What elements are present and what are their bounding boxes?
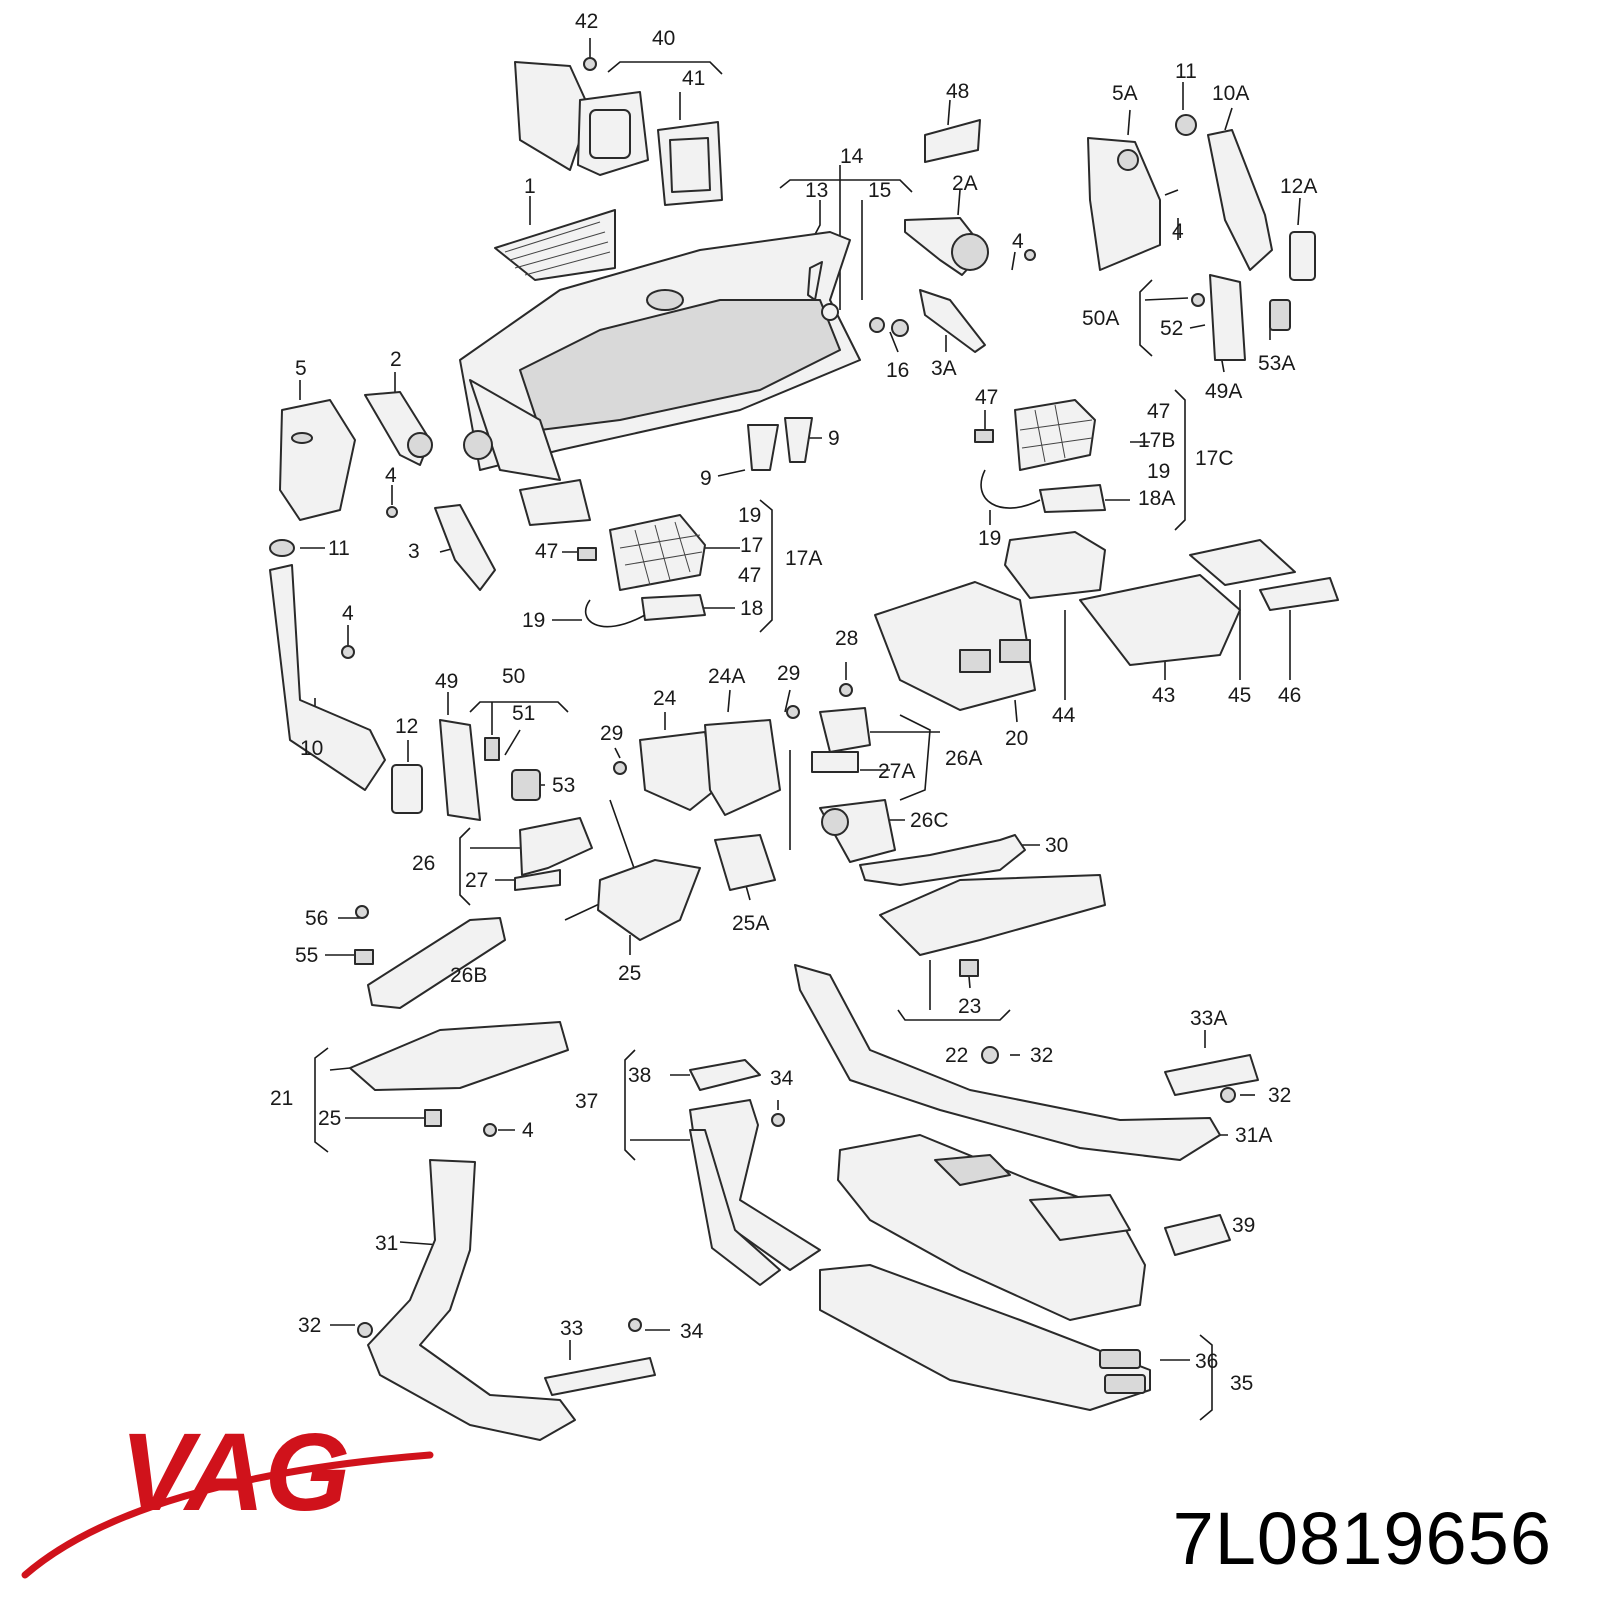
callout: 39	[1232, 1214, 1255, 1237]
vag-logo: VAG	[21, 1411, 434, 1579]
callout: 9	[828, 427, 840, 450]
callout: 46	[1278, 684, 1301, 707]
callout: 22	[945, 1044, 968, 1067]
callout: 4	[342, 602, 354, 625]
callout: 49A	[1205, 380, 1242, 403]
callout-labels: 42 40 41 48 11 5A 10A 1 14 13 15 2A 12A …	[270, 10, 1317, 1395]
callout: 2A	[952, 172, 978, 195]
callout: 33A	[1190, 1007, 1227, 1030]
callout: 52	[1160, 317, 1183, 340]
callout: 2	[390, 348, 402, 371]
callout: 45	[1228, 684, 1251, 707]
callout: 47	[1147, 400, 1170, 423]
callout: 51	[512, 702, 535, 725]
callout: 26	[412, 852, 435, 875]
callout: 21	[270, 1087, 293, 1110]
callout: 12	[395, 715, 418, 738]
part-number: 7L0819656	[1172, 1497, 1552, 1580]
callout: 17C	[1195, 447, 1234, 470]
callout: 29	[777, 662, 800, 685]
callout: 32	[298, 1314, 321, 1337]
callout: 19	[738, 504, 761, 527]
callout: 19	[978, 527, 1001, 550]
logo-text: VAG	[120, 1411, 350, 1534]
callout: 9	[700, 467, 712, 490]
callout: 55	[295, 944, 318, 967]
callout: 50	[502, 665, 525, 688]
callout: 34	[680, 1320, 704, 1343]
callout: 16	[886, 359, 909, 382]
callout: 3	[408, 540, 420, 563]
callout: 29	[600, 722, 623, 745]
callout: 10A	[1212, 82, 1249, 105]
callout: 1	[524, 175, 536, 198]
callout: 48	[946, 80, 969, 103]
callout: 12A	[1280, 175, 1317, 198]
callout: 25	[618, 962, 641, 985]
callout: 20	[1005, 727, 1028, 750]
callout: 23	[958, 995, 981, 1018]
callout: 28	[835, 627, 858, 650]
callout: 4	[1012, 230, 1024, 253]
callout: 47	[738, 564, 761, 587]
callout: 4	[522, 1119, 534, 1142]
callout: 25	[318, 1107, 341, 1130]
callout: 43	[1152, 684, 1175, 707]
callout: 26B	[450, 964, 487, 987]
callout: 18	[740, 597, 763, 620]
callout: 38	[628, 1064, 651, 1087]
callout: 56	[305, 907, 328, 930]
callout: 26C	[910, 809, 949, 832]
callout: 53A	[1258, 352, 1295, 375]
callout: 47	[535, 540, 558, 563]
callout: 34	[770, 1067, 794, 1090]
callout: 3A	[931, 357, 957, 380]
callout: 4	[385, 464, 397, 487]
callout: 31A	[1235, 1124, 1272, 1147]
callout: 42	[575, 10, 598, 33]
callout: 40	[652, 27, 675, 50]
callout: 4	[1172, 220, 1184, 243]
callout: 35	[1230, 1372, 1253, 1395]
callout: 25A	[732, 912, 769, 935]
callout: 19	[522, 609, 545, 632]
callout: 50A	[1082, 307, 1119, 330]
callout: 30	[1045, 834, 1068, 857]
callout: 17A	[785, 547, 822, 570]
callout: 26A	[945, 747, 982, 770]
callout: 17	[740, 534, 763, 557]
callout: 49	[435, 670, 458, 693]
callout: 41	[682, 67, 705, 90]
callout: 44	[1052, 704, 1076, 727]
callout: 5A	[1112, 82, 1138, 105]
callout: 27A	[878, 760, 915, 783]
callout: 11	[1175, 60, 1197, 83]
callout: 47	[975, 386, 998, 409]
callout: 32	[1030, 1044, 1053, 1067]
callout: 11	[328, 537, 350, 560]
callout: 5	[295, 357, 307, 380]
callout: 32	[1268, 1084, 1291, 1107]
callout: 18A	[1138, 487, 1175, 510]
callout: 37	[575, 1090, 598, 1113]
callout: 17B	[1138, 429, 1175, 452]
parts	[269, 57, 1339, 1441]
callout: 15	[868, 179, 891, 202]
callout: 36	[1195, 1350, 1218, 1373]
callout: 13	[805, 179, 828, 202]
callout: 10	[300, 737, 323, 760]
callout: 14	[840, 145, 864, 168]
callout: 33	[560, 1317, 583, 1340]
callout: 19	[1147, 460, 1170, 483]
callout: 53	[552, 774, 575, 797]
callout: 24	[653, 687, 677, 710]
callout: 24A	[708, 665, 745, 688]
callout: 27	[465, 869, 488, 892]
callout: 31	[375, 1232, 398, 1255]
